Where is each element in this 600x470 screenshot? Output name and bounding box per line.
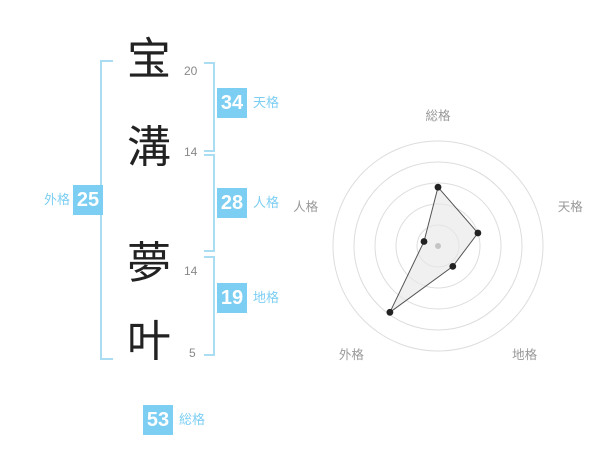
soukaku-score-badge: 53 xyxy=(143,405,173,435)
radar-axis-label: 天格 xyxy=(558,199,584,214)
jinkaku-bracket xyxy=(204,154,215,252)
chikaku-score-badge: 19 xyxy=(217,283,247,313)
stroke-count-4: 5 xyxy=(189,346,196,360)
gaikaku-label: 外格 xyxy=(43,192,70,207)
tenkaku-score-badge: 34 xyxy=(217,88,247,118)
radar-axis-label: 地格 xyxy=(512,347,538,362)
name-char-4: 叶 xyxy=(127,316,171,367)
stroke-count-1: 20 xyxy=(184,64,198,78)
name-char-2: 溝 xyxy=(127,122,171,173)
tenkaku-label: 天格 xyxy=(253,95,280,110)
gaikaku-score-badge: 25 xyxy=(73,185,103,215)
radar-point xyxy=(386,308,394,316)
tenkaku-bracket xyxy=(204,62,215,152)
radar-axis-label: 外格 xyxy=(339,347,365,362)
radar-ring xyxy=(353,161,523,331)
radar-chart-panel: 総格天格地格 外格 人格 xyxy=(288,94,588,394)
jinkaku-score-badge: 28 xyxy=(217,188,247,218)
stroke-count-2: 14 xyxy=(184,145,198,159)
radar-polygon xyxy=(389,186,479,313)
radar-point xyxy=(434,183,442,191)
radar-point xyxy=(474,229,482,237)
chikaku-bracket xyxy=(204,256,215,356)
radar-axis-label: 人格 xyxy=(293,199,319,214)
name-char-1: 宝 xyxy=(127,34,171,85)
radar-point xyxy=(449,263,457,270)
radar-axis-label: 総格 xyxy=(425,108,451,123)
stroke-count-3: 14 xyxy=(184,264,198,278)
radar-ring xyxy=(332,140,544,352)
radar-center-dot xyxy=(435,243,441,249)
name-char-3: 夢 xyxy=(127,238,171,289)
jinkaku-label: 人格 xyxy=(253,195,280,210)
soukaku-label: 総格 xyxy=(179,412,206,427)
chikaku-label: 地格 xyxy=(253,290,280,305)
radar-ring xyxy=(374,182,502,310)
radar-point xyxy=(420,238,428,245)
